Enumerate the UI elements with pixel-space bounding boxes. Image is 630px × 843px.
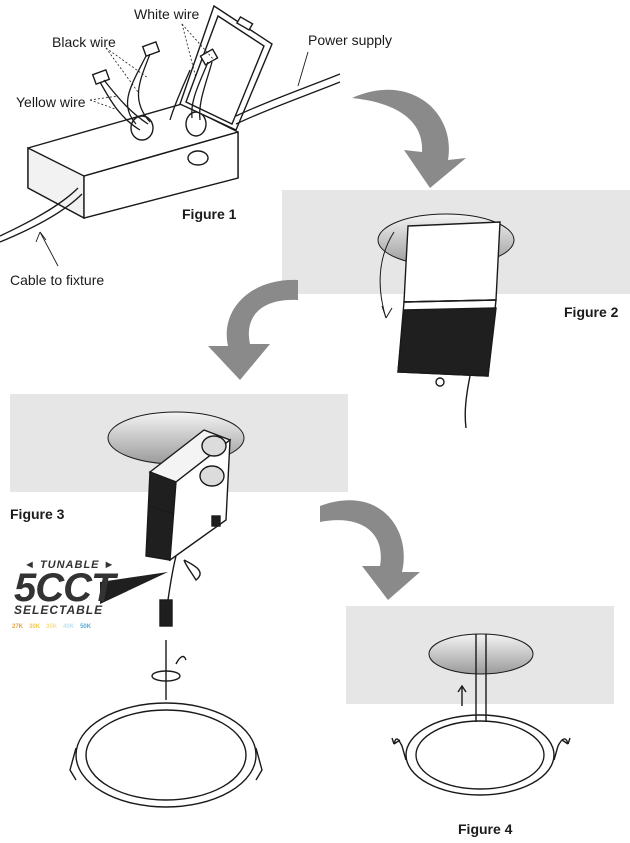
figure1-wires	[0, 53, 341, 243]
badge-temp-30k: 30K	[29, 624, 41, 630]
badge-temperature-list: 27K 30K 35K 40K 50K	[12, 624, 91, 630]
figure3-fixture-trim	[69, 702, 263, 808]
figure1-caption: Figure 1	[182, 206, 237, 222]
badge-selectable-text: SELECTABLE	[14, 603, 104, 617]
arrow-2-to-3	[208, 279, 298, 380]
badge-tunable-text: ◄ TUNABLE ►	[24, 559, 116, 571]
cable-to-fixture-label: Cable to fixture	[10, 272, 105, 288]
arrow-3-to-4	[320, 500, 420, 600]
figure2-caption: Figure 2	[564, 304, 619, 320]
badge-temp-40k: 40K	[63, 624, 75, 630]
figure1-junction-box	[27, 4, 273, 220]
figure2-driver-box	[379, 221, 501, 429]
yellow-wire-label: Yellow wire	[16, 94, 86, 110]
arrow-1-to-2	[352, 89, 466, 188]
figure1-pointers	[35, 51, 309, 267]
black-wire-label: Black wire	[52, 34, 116, 50]
figure1-leaders	[89, 23, 215, 111]
badge-5cct-text: 5CCT	[14, 566, 115, 610]
badge-temp-27k: 27K	[12, 624, 24, 630]
figure4-ceiling-hole	[428, 633, 534, 675]
white-wire-label: White wire	[134, 6, 200, 22]
badge-temp-35k: 35K	[46, 624, 58, 630]
figure3-driver-box	[145, 429, 232, 700]
figure3-caption: Figure 3	[10, 506, 65, 522]
figure4-fixture	[391, 634, 571, 796]
figure4-caption: Figure 4	[458, 821, 513, 837]
power-supply-label: Power supply	[308, 32, 393, 48]
badge-temp-50k: 50K	[80, 624, 92, 630]
figure3-badge-pointer	[100, 572, 168, 604]
